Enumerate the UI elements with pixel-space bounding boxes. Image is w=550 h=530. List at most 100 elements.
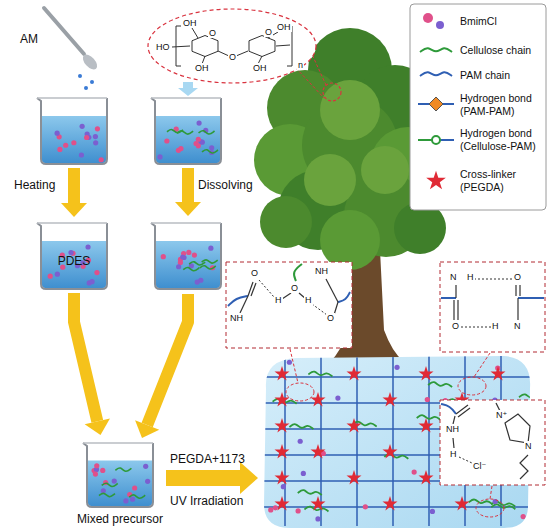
tree-crown [320, 80, 380, 140]
crosslinker-star [382, 392, 397, 406]
glucose-ring [249, 36, 275, 57]
ion-dot [123, 498, 128, 503]
crosslinker-star [346, 418, 361, 432]
ion-dot [93, 471, 98, 476]
legend [410, 4, 546, 210]
dissolve-arrow [178, 82, 198, 96]
cellulose-chain [469, 499, 493, 504]
liquid [42, 116, 106, 163]
spoon [44, 8, 100, 90]
arrow-head [175, 202, 201, 216]
legend-sample [423, 13, 433, 23]
bond [517, 298, 518, 320]
ion-dot [112, 478, 117, 483]
ion-dot [298, 439, 303, 444]
legend-box [410, 4, 546, 210]
cellulose-chain [298, 490, 322, 495]
ion-dot [94, 463, 99, 468]
cellulose-chain [115, 468, 131, 471]
beaker [151, 223, 221, 289]
process-arrow [135, 294, 188, 438]
ion-dot [209, 145, 214, 150]
node-label: PDES [58, 254, 91, 268]
zoom-line [290, 349, 298, 383]
cellulose-chain [189, 262, 205, 265]
legend-label: Hydrogen bond (PAM-PAM) [460, 92, 546, 118]
zoom-ellipse [148, 9, 316, 83]
static-beakers [151, 98, 221, 289]
ion-dot [145, 479, 150, 484]
pam-chain [356, 356, 358, 526]
pam-chain [320, 356, 322, 526]
beaker-rim [151, 222, 221, 224]
bond [455, 285, 456, 298]
atom-label: H [466, 272, 475, 282]
bond [172, 46, 190, 47]
hydrogen-bond [312, 304, 327, 315]
crosslinker-star [274, 444, 289, 458]
bond [515, 285, 516, 296]
atom-label: H [491, 321, 500, 331]
butyl-chain [520, 455, 528, 479]
ion-dot [196, 121, 201, 126]
cellulose-chain [200, 266, 216, 269]
cellulose-chain [129, 495, 145, 498]
process-arrow [166, 462, 258, 494]
hydrogen-bond [461, 327, 491, 328]
spoon-bowl [80, 52, 99, 72]
pam-chain [338, 292, 350, 302]
ion-dot [157, 154, 162, 159]
atom-label: O [513, 272, 522, 282]
crosslinker-star [454, 496, 469, 510]
cellulose-chain [183, 267, 199, 270]
tree-crown [361, 146, 409, 194]
ion-dot [178, 146, 183, 151]
beaker [151, 98, 221, 164]
cellulose-structure [148, 9, 316, 83]
ion-dot [281, 484, 286, 489]
bond [457, 300, 458, 320]
atom-label: O [250, 268, 259, 278]
atom-label: O [208, 28, 217, 38]
ion-dot [301, 471, 306, 476]
step-label: Heating [14, 178, 55, 192]
crosslinker-star [274, 366, 289, 380]
atom-label: OH [276, 22, 292, 32]
atom-label: O [290, 283, 299, 293]
atom-label: Cl⁻ [472, 461, 487, 471]
bond [236, 51, 248, 56]
atom-label: NH [445, 424, 460, 434]
ion-dot [99, 157, 104, 162]
liquid [88, 460, 152, 506]
hydrogen-bond [259, 280, 274, 297]
beaker-rim [37, 97, 107, 99]
arrow-shaft [68, 168, 80, 203]
crosslinker-star [418, 366, 433, 380]
liquid [42, 241, 106, 288]
beaker-rim [83, 442, 153, 444]
ion-dot [130, 497, 135, 502]
pam-chain [262, 376, 534, 378]
ion-dot [94, 270, 99, 275]
liquid [156, 116, 220, 163]
crosslinker-star [382, 496, 397, 510]
ion-dot [193, 141, 198, 146]
pam-chain [518, 297, 544, 299]
pam-chain [428, 356, 430, 526]
beaker-rim [151, 97, 221, 99]
beaker-group [151, 223, 221, 289]
atom-label: H [304, 295, 313, 305]
beaker-outline [83, 443, 153, 507]
spoon-handle [44, 8, 84, 54]
imidazolium-ring [505, 414, 530, 443]
arrow-shaft [74, 293, 97, 421]
ion-dot [268, 507, 273, 512]
atom-label: O [451, 321, 460, 331]
bond [519, 285, 520, 296]
beaker-drawing [36, 95, 112, 165]
beaker [37, 98, 107, 164]
beaker-outline [151, 98, 221, 164]
bond [276, 45, 290, 46]
crosslinker-star [274, 496, 289, 510]
